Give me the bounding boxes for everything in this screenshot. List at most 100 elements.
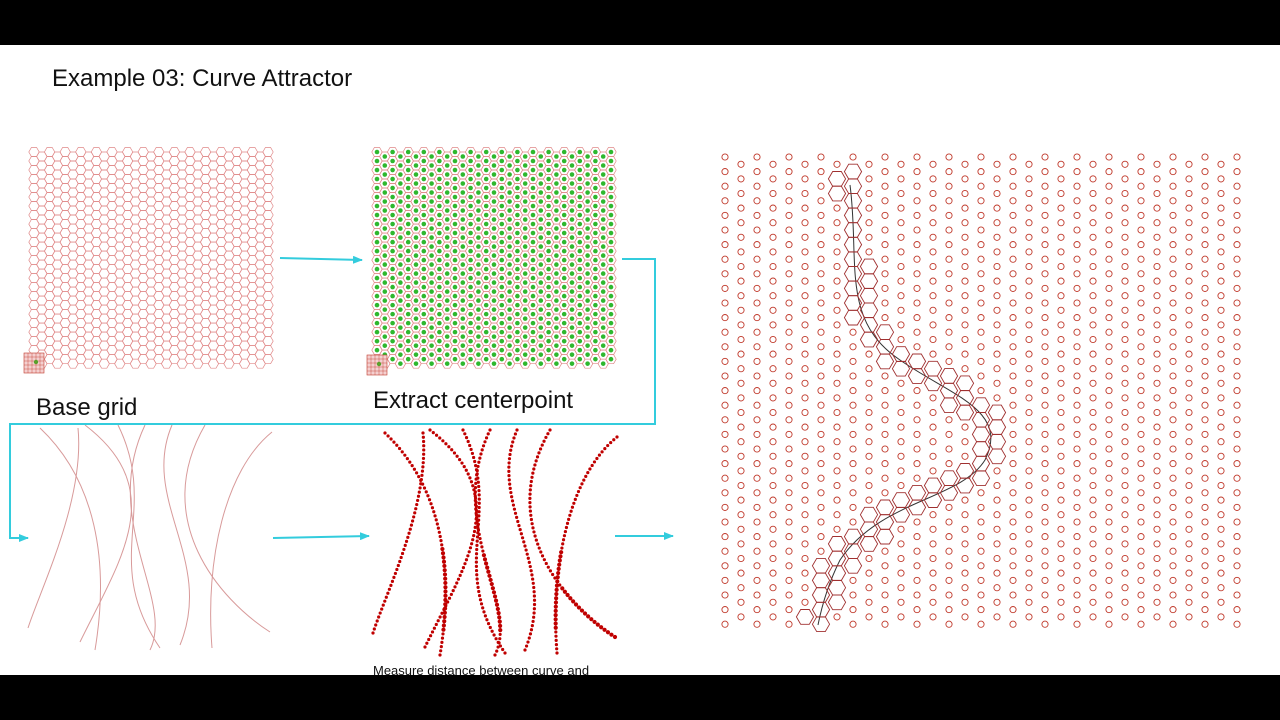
grid-circle	[977, 153, 985, 161]
centerpoint	[561, 275, 567, 281]
distance-dot	[537, 546, 541, 550]
centerpoint	[507, 280, 512, 285]
grid-circle	[929, 467, 937, 475]
grid-circle	[1217, 525, 1225, 533]
centerpoint	[585, 217, 590, 222]
grid-circle	[929, 160, 937, 168]
centerpoint	[437, 185, 442, 191]
grid-circle	[961, 160, 969, 168]
grid-circle	[785, 401, 793, 409]
distance-dot	[466, 554, 470, 558]
distance-dot	[415, 471, 419, 475]
distance-dot	[584, 474, 588, 478]
distance-dot	[397, 446, 402, 451]
grid-circle	[1185, 335, 1193, 344]
distance-dot	[422, 444, 426, 448]
grid-circle	[849, 328, 857, 336]
centerpoint	[413, 181, 419, 186]
grid-circle	[785, 387, 793, 395]
grid-circle	[1185, 452, 1193, 460]
grid-circle	[1185, 525, 1193, 533]
grid-circle	[817, 182, 825, 190]
distance-dot	[474, 552, 479, 556]
centerpoint	[483, 338, 489, 344]
distance-dot	[532, 611, 536, 615]
scaled-hex	[939, 470, 959, 487]
attractor-curve	[79, 424, 132, 643]
distance-dot	[458, 457, 462, 462]
grid-circle	[1089, 321, 1097, 329]
scaled-hex	[955, 404, 975, 421]
centerpoint	[554, 361, 559, 366]
centerpoint	[374, 284, 380, 290]
centerpoint	[460, 172, 466, 177]
distance-dot	[592, 460, 597, 464]
grid-circle	[1169, 182, 1177, 190]
distance-dot	[532, 615, 536, 619]
grid-circle	[737, 160, 745, 168]
centerpoint	[538, 181, 544, 186]
distance-dot	[421, 456, 426, 461]
centerpoint	[522, 172, 528, 177]
centerpoint	[468, 302, 473, 308]
centerpoint	[421, 356, 427, 362]
centerpoint	[476, 226, 481, 231]
grid-circle	[817, 168, 825, 176]
grid-circle	[1025, 248, 1033, 256]
grid-circle	[1121, 496, 1129, 504]
distance-dot	[461, 428, 465, 432]
grid-circle	[993, 379, 1001, 387]
centerpoint	[421, 239, 427, 245]
distance-dot	[396, 563, 400, 568]
grid-circle	[1073, 503, 1081, 511]
grid-circle	[1041, 299, 1049, 307]
centerpoint	[390, 347, 395, 353]
centerpoint	[421, 329, 427, 335]
grid-circle	[753, 284, 761, 292]
centerpoint	[507, 235, 512, 240]
grid-circle	[961, 306, 969, 314]
grid-circle	[929, 540, 937, 548]
grid-circle	[977, 562, 985, 570]
distance-dot	[403, 543, 407, 548]
centerpoint	[538, 271, 544, 276]
distance-dot	[415, 502, 419, 507]
distance-dot	[554, 587, 559, 592]
grid-circle	[849, 372, 857, 380]
centerpoint	[468, 194, 473, 200]
distance-dot	[595, 622, 600, 627]
centerpoint	[499, 266, 505, 272]
grid-circle	[913, 270, 921, 278]
centerpoint	[398, 325, 403, 330]
distance-dot	[532, 598, 537, 602]
centerpoint	[390, 176, 395, 182]
grid-circle	[1185, 160, 1193, 168]
distance-dot	[408, 460, 412, 464]
grid-circle	[833, 277, 841, 285]
grid-circle	[961, 525, 969, 533]
distance-dot	[551, 572, 555, 577]
centerpoint	[561, 302, 567, 308]
centerpoint	[405, 302, 411, 308]
grid-circle	[929, 525, 937, 533]
distance-dot	[406, 535, 410, 539]
distance-dot	[561, 542, 565, 546]
grid-circle	[1105, 562, 1113, 570]
centerpoint	[476, 280, 481, 285]
grid-circle	[1153, 394, 1161, 402]
grid-circle	[769, 569, 777, 577]
distance-dot	[573, 602, 579, 607]
grid-circle	[1201, 197, 1209, 205]
grid-circle	[945, 460, 953, 468]
scaled-hex	[891, 346, 911, 362]
grid-circle	[1201, 401, 1209, 409]
centerpoint	[444, 334, 450, 339]
grid-circle	[769, 438, 777, 446]
grid-circle	[1073, 460, 1081, 468]
centerpoint	[569, 244, 575, 249]
centerpoint	[460, 235, 466, 240]
scaled-hex	[875, 499, 895, 516]
grid-circle	[769, 306, 777, 314]
grid-circle	[1041, 255, 1049, 263]
grid-circle	[833, 467, 841, 475]
